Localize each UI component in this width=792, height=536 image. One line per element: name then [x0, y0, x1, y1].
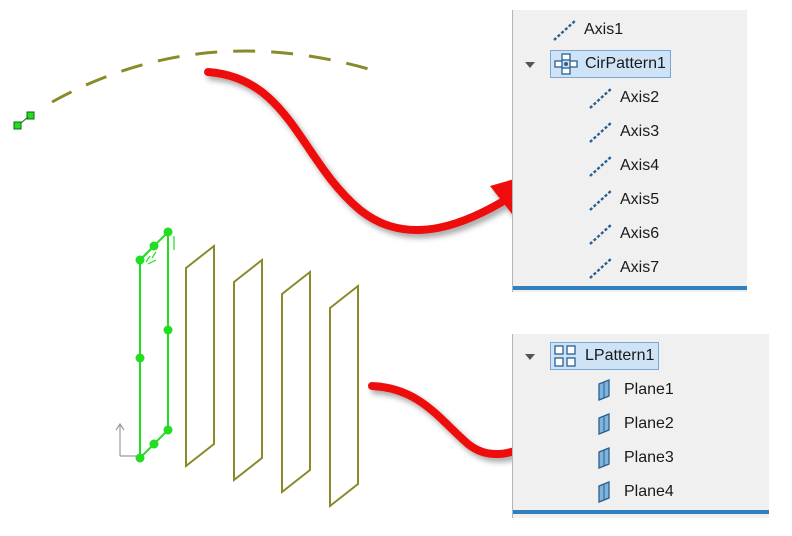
tree-item-label: Axis3 — [620, 123, 660, 140]
plane-icon — [598, 481, 610, 503]
tree-item-label: Plane4 — [624, 483, 674, 500]
axis-icon — [552, 18, 578, 42]
axis-icon — [588, 188, 614, 212]
tree-item-axis6[interactable]: Axis6 — [588, 220, 659, 248]
tree-item-axis1[interactable]: Axis1 — [552, 16, 623, 44]
tree-item-label: CirPattern1 — [585, 55, 666, 72]
tree-item-label: Plane1 — [624, 381, 674, 398]
tree-item-axis5[interactable]: Axis5 — [588, 186, 659, 214]
tree-item-axis2[interactable]: Axis2 — [588, 84, 659, 112]
tree-item-axis4[interactable]: Axis4 — [588, 152, 659, 180]
tree-item-axis3[interactable]: Axis3 — [588, 118, 659, 146]
tree-item-axis7[interactable]: Axis7 — [588, 254, 659, 282]
linear-pattern-icon — [553, 344, 579, 368]
tree-item-label: Axis5 — [620, 191, 660, 208]
axis-icon — [589, 189, 613, 211]
pattern-plane-instance[interactable] — [281, 269, 311, 495]
panel-divider — [513, 510, 769, 514]
pattern-plane-instance[interactable] — [329, 283, 359, 509]
tree-item-label: LPattern1 — [585, 347, 655, 364]
tree-item-label: Axis7 — [620, 259, 660, 276]
axis-icon — [589, 223, 613, 245]
pattern-plane-instance[interactable] — [185, 243, 215, 469]
dashed-arc — [51, 49, 373, 104]
circular-pattern-icon — [554, 53, 578, 75]
tree-item-plane3[interactable]: Plane3 — [592, 444, 674, 472]
tree-item-lpattern1[interactable]: LPattern1 — [550, 342, 660, 370]
axis-icon — [588, 120, 614, 144]
pattern-plane-instance[interactable] — [233, 257, 263, 483]
plane-icon — [592, 446, 618, 470]
tree-item-plane1[interactable]: Plane1 — [592, 376, 674, 404]
plane-icon — [598, 447, 610, 469]
tree-item-plane2[interactable]: Plane2 — [592, 410, 674, 438]
axis-icon — [589, 121, 613, 143]
axis-icon — [588, 154, 614, 178]
arc-origin-points[interactable] — [13, 111, 35, 130]
tree-item-label: Plane3 — [624, 449, 674, 466]
axis-icon — [588, 222, 614, 246]
collapse-arrow-icon[interactable] — [525, 62, 535, 68]
axis-icon — [588, 86, 614, 110]
plane-icon — [598, 379, 610, 401]
selected-plane[interactable] — [135, 227, 175, 463]
panel-divider — [513, 286, 747, 290]
linear-pattern-icon — [554, 345, 576, 367]
tree-item-label: Plane2 — [624, 415, 674, 432]
arrow-to-cirpattern — [204, 68, 532, 235]
axis-icon — [553, 19, 577, 41]
axis-icon — [589, 87, 613, 109]
tree-item-label: Axis2 — [620, 89, 660, 106]
plane-icon — [598, 413, 610, 435]
plane-icon — [592, 412, 618, 436]
plane-icon — [592, 378, 618, 402]
circular-pattern-icon — [553, 52, 579, 76]
tree-item-label: Axis4 — [620, 157, 660, 174]
tree-item-label: Axis6 — [620, 225, 660, 242]
collapse-arrow-icon[interactable] — [525, 354, 535, 360]
axis-icon — [589, 155, 613, 177]
axis-icon — [588, 256, 614, 280]
plane-icon — [592, 480, 618, 504]
tree-item-plane4[interactable]: Plane4 — [592, 478, 674, 506]
axis-icon — [589, 257, 613, 279]
triad-icon — [115, 422, 138, 457]
tree-item-cirpattern1[interactable]: CirPattern1 — [550, 50, 671, 78]
tree-item-label: Axis1 — [584, 21, 624, 38]
